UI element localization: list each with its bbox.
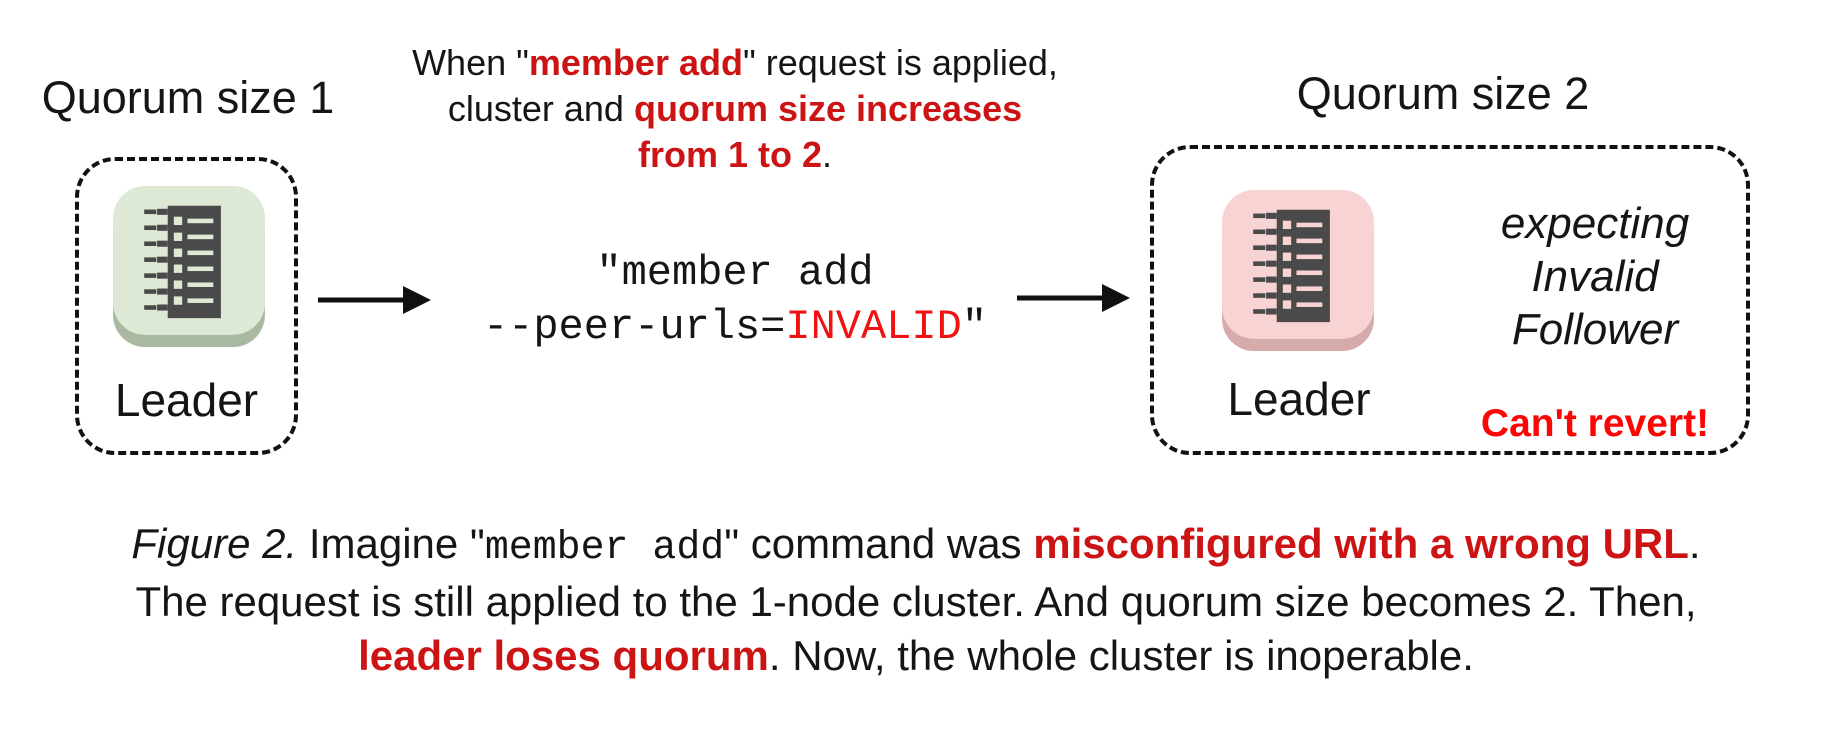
etcd-server-icon-pink	[1222, 190, 1374, 351]
caption-misconfigured-highlight: misconfigured with a wrong URL	[1033, 520, 1689, 567]
left-leader-label: Leader	[114, 374, 259, 426]
top-note-line3: from 1 to 2.	[405, 132, 1065, 178]
command-line1: "member add	[596, 249, 874, 297]
expect-note-line1: expecting	[1500, 199, 1690, 248]
caption-member-add-code: member add	[484, 525, 725, 570]
top-note-from-1-to-2: from 1 to 2	[637, 134, 822, 175]
command-quote: "	[961, 303, 988, 351]
caption-text: Imagine "	[297, 520, 485, 567]
member-add-command: "member add --peer-urls=INVALID"	[405, 246, 1065, 354]
caption-line3: leader loses quorum. Now, the whole clus…	[0, 629, 1832, 683]
left-cluster-heading: Quorum size 1	[41, 72, 335, 123]
top-note-text: " request is applied,	[742, 42, 1058, 83]
expect-note-line2: Invalid	[1531, 252, 1659, 301]
top-note-quorum-increase: quorum size increases	[633, 88, 1023, 129]
arrow-command-to-right-icon	[1017, 284, 1130, 312]
figure-caption: Figure 2. Imagine "member add" command w…	[0, 517, 1832, 683]
caption-line2: The request is still applied to the 1-no…	[0, 575, 1832, 629]
caption-text: The request is still applied to the 1-no…	[135, 578, 1697, 625]
right-cluster-box: Leader expecting Invalid Follower Can't …	[1150, 145, 1750, 455]
top-note-member-add: member add	[528, 42, 743, 83]
right-cluster-heading: Quorum size 2	[1296, 68, 1590, 119]
expect-note-line3: Follower	[1511, 305, 1679, 354]
caption-text: .	[1688, 520, 1701, 567]
right-leader-label: Leader	[1227, 373, 1371, 425]
command-invalid-value: INVALID	[785, 303, 962, 351]
caption-line1: Figure 2. Imagine "member add" command w…	[0, 517, 1832, 575]
top-note-text: cluster and	[447, 88, 634, 129]
top-note-line2: cluster and quorum size increases	[405, 86, 1065, 132]
left-cluster-box: Leader	[75, 157, 298, 455]
top-note-text: When "	[412, 42, 529, 83]
etcd-server-icon-green	[113, 186, 265, 347]
command-peer-urls: --peer-urls=	[482, 303, 786, 351]
arrow-left-to-command-icon	[318, 286, 431, 314]
caption-text: " command was	[724, 520, 1034, 567]
caption-figure-number: Figure 2.	[131, 520, 298, 567]
caption-text: . Now, the whole cluster is inoperable.	[768, 632, 1474, 679]
top-note: When "member add" request is applied, cl…	[405, 40, 1065, 178]
cant-revert-warning: Can't revert!	[1480, 402, 1710, 445]
top-note-text: .	[822, 134, 833, 175]
expecting-invalid-follower-note: expecting Invalid Follower	[1439, 197, 1751, 356]
top-note-line1: When "member add" request is applied,	[405, 40, 1065, 86]
command-line2: --peer-urls=INVALID"	[405, 300, 1065, 354]
caption-loses-quorum-highlight: leader loses quorum	[358, 632, 769, 679]
